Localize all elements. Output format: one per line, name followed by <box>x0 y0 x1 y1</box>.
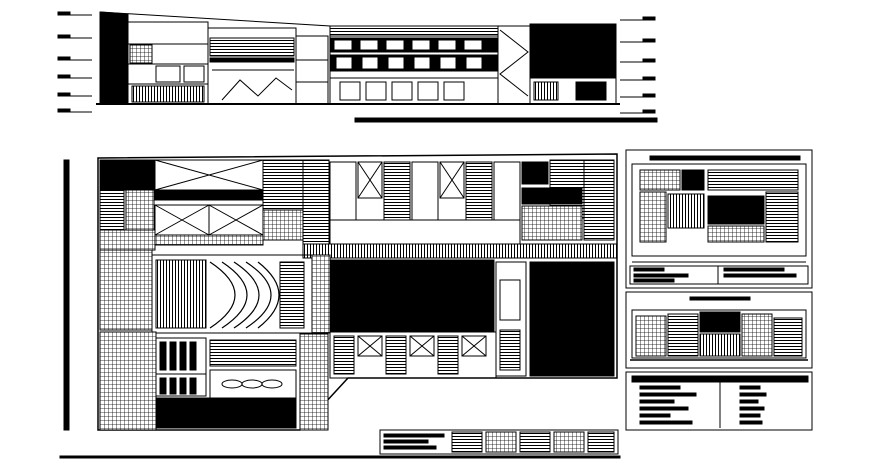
plan-border-line <box>63 159 70 431</box>
level-markers-left <box>57 11 92 113</box>
key-plan-thumbnail <box>625 149 813 289</box>
bottom-strip <box>59 429 621 459</box>
title-block <box>625 371 813 431</box>
level-markers-right <box>620 16 656 114</box>
main-floor-plan <box>63 153 618 431</box>
top-section-elevation <box>57 11 658 123</box>
key-section-thumbnail <box>625 291 813 369</box>
